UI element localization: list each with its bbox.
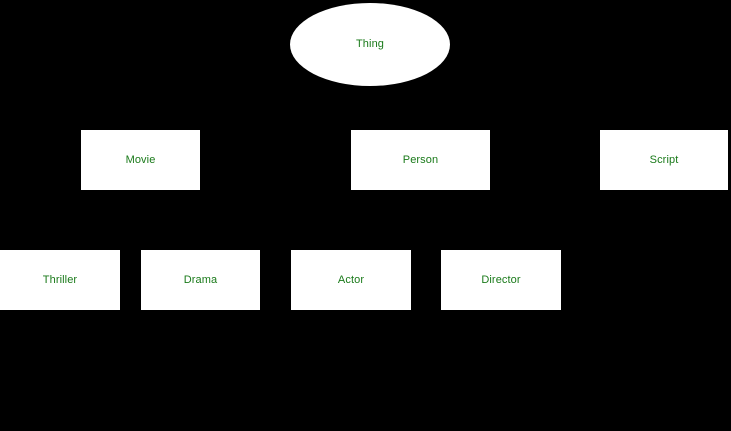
node-drama-label: Drama: [183, 273, 218, 286]
node-actor[interactable]: Actor: [291, 250, 411, 310]
node-script-label: Script: [649, 153, 679, 166]
node-thing[interactable]: Thing: [290, 3, 450, 86]
node-movie-label: Movie: [125, 153, 156, 166]
node-director[interactable]: Director: [441, 250, 561, 310]
node-movie[interactable]: Movie: [81, 130, 200, 190]
node-drama[interactable]: Drama: [141, 250, 260, 310]
node-actor-label: Actor: [337, 273, 365, 286]
node-thriller-label: Thriller: [42, 273, 78, 286]
node-thriller[interactable]: Thriller: [0, 250, 120, 310]
node-thing-label: Thing: [355, 38, 385, 50]
node-script[interactable]: Script: [600, 130, 728, 190]
node-director-label: Director: [481, 273, 521, 286]
node-person[interactable]: Person: [351, 130, 490, 190]
node-person-label: Person: [402, 153, 439, 166]
